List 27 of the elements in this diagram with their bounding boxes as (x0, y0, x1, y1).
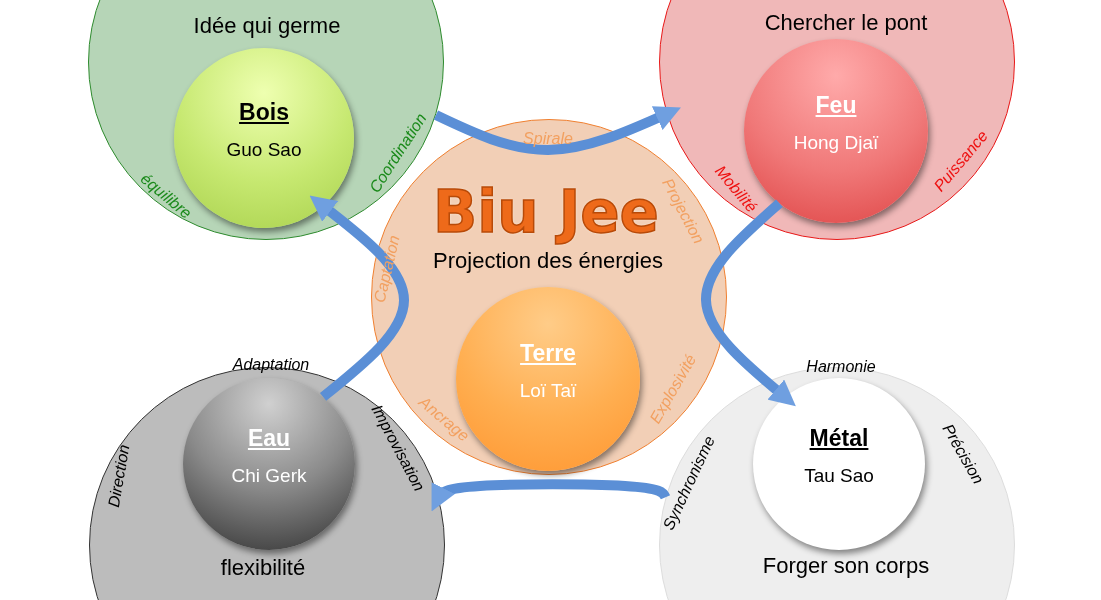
element-name: Terre (520, 341, 576, 367)
element-circle (753, 378, 925, 550)
technique-name: Chi Gerk (231, 466, 307, 487)
subtitle: Forger son corps (762, 553, 930, 579)
subtitle: Chercher le pont (764, 10, 928, 36)
technique-name: Loï Taï (519, 381, 577, 402)
element-name: Métal (809, 426, 869, 452)
subtitle: Projection des énergies (433, 248, 663, 274)
element-circle (183, 378, 355, 550)
subtitle: Idée qui germe (193, 13, 341, 39)
technique-name: Guo Sao (226, 140, 302, 161)
curved-arrow (701, 199, 796, 407)
keyword-label: Adaptation (232, 356, 310, 374)
keyword-label: Harmonie (806, 358, 876, 376)
element-name: Feu (815, 93, 857, 119)
keyword-label: Captation (370, 233, 404, 305)
curved-arrow (431, 479, 670, 512)
technique-name: Tau Sao (804, 466, 874, 487)
element-name: Bois (239, 100, 289, 126)
keyword-label: Spirale (523, 130, 573, 148)
element-name: Eau (247, 426, 291, 452)
curved-arrow (309, 195, 409, 401)
keyword-label: Direction (104, 443, 134, 509)
wordart-title: Biu Jee (433, 181, 659, 245)
curved-arrow (433, 106, 681, 155)
technique-name: Hong Djaï (793, 133, 879, 154)
subtitle: flexibilité (220, 555, 306, 581)
